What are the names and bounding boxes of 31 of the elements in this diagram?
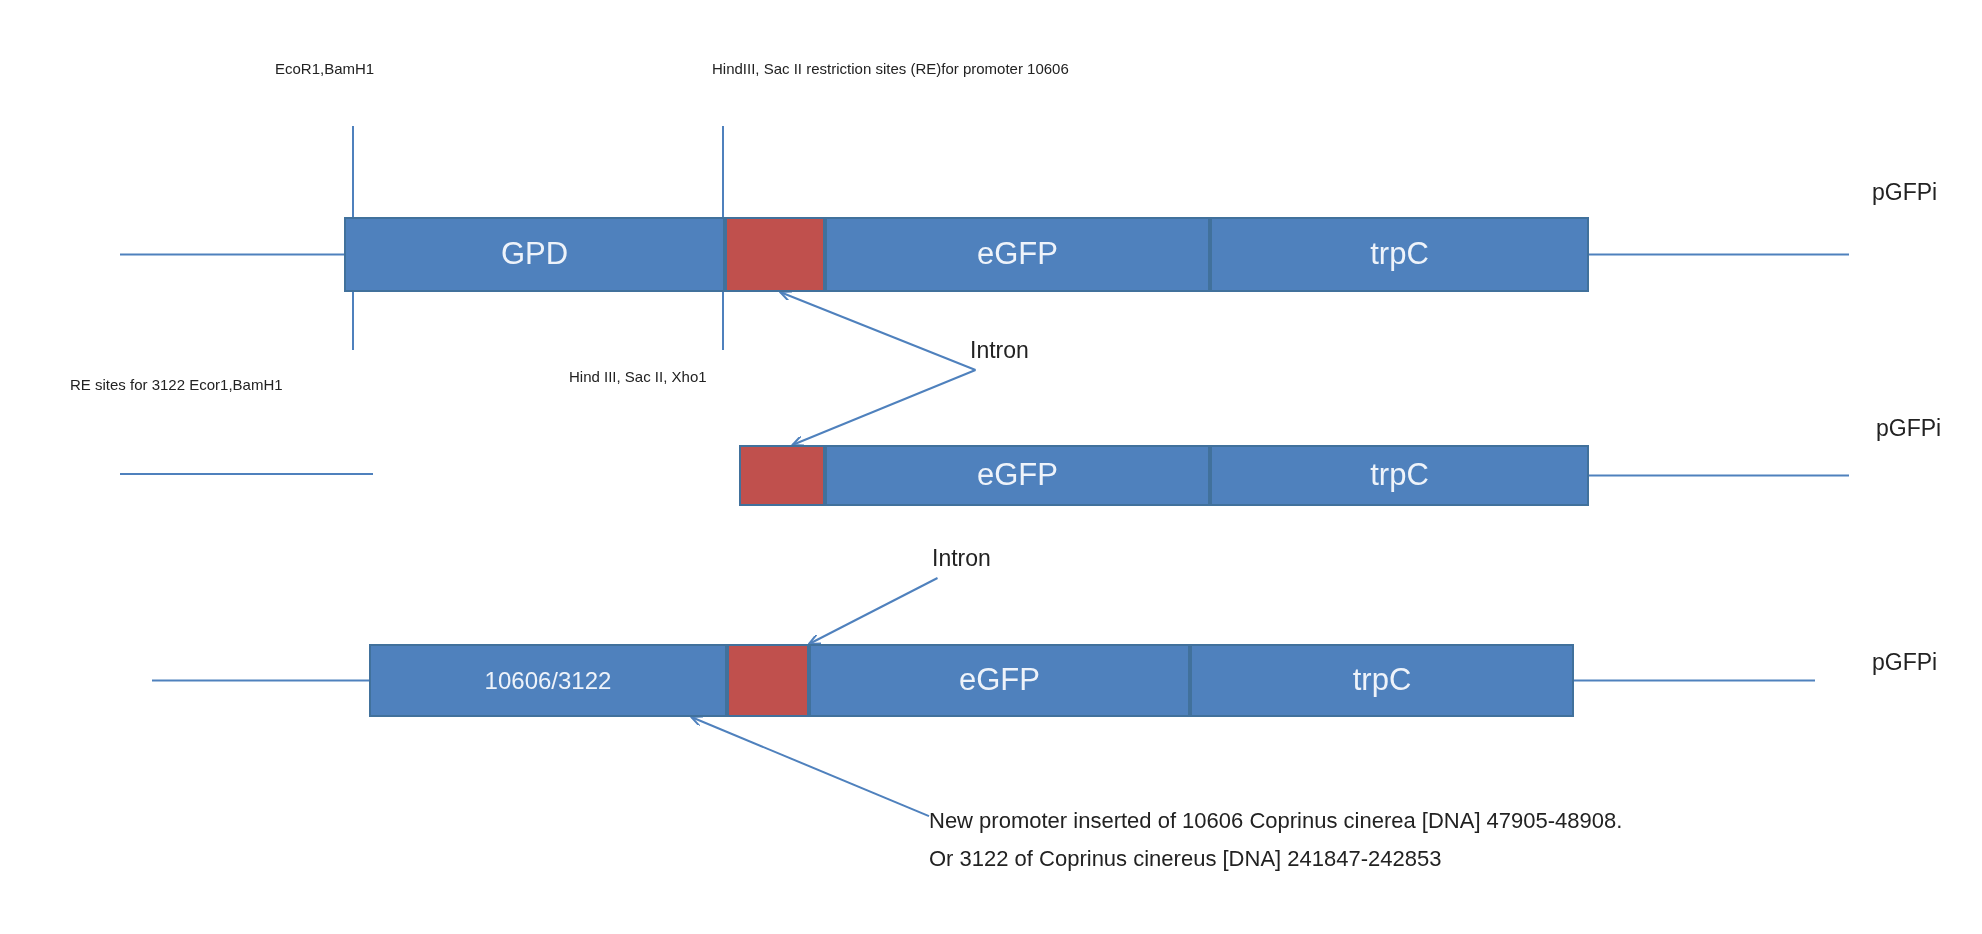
gene-segment: eGFP (809, 644, 1190, 717)
intron-segment (725, 217, 825, 292)
backbone-line (119, 253, 345, 256)
intron-segment (739, 445, 825, 506)
text-label: Intron (970, 336, 1029, 365)
arrow (791, 369, 977, 447)
gene-segment: eGFP (825, 217, 1210, 292)
gene-segment: eGFP (825, 445, 1210, 506)
gene-segment: trpC (1190, 644, 1574, 717)
gene-segment: trpC (1210, 445, 1589, 506)
backbone-line (1588, 474, 1850, 477)
backbone-line (151, 679, 370, 682)
gene-segment: 10606/3122 (369, 644, 727, 717)
arrow (690, 715, 930, 818)
site-label: HindIII, Sac II restriction sites (RE)for promoter 10606 (712, 59, 1069, 79)
text-label: pGFPi (1876, 414, 1942, 443)
site-label: EcoR1,BamH1 (275, 59, 375, 79)
site-label: RE sites for 3122 Ecor1,BamH1 (70, 375, 283, 395)
backbone-line (1588, 253, 1850, 256)
site-label: Hind III, Sac II, Xho1 (569, 367, 708, 387)
arrow (808, 577, 939, 645)
intron-segment (727, 644, 809, 717)
text-label: Intron (932, 544, 991, 573)
gene-segment: trpC (1210, 217, 1589, 292)
text-label: pGFPi (1872, 178, 1938, 207)
arrow (779, 290, 977, 371)
text-label: pGFPi (1872, 648, 1938, 677)
note-text: Or 3122 of Coprinus cinereus [DNA] 241847-242853 (929, 845, 1443, 873)
note-text: New promoter inserted of 10606 Coprinus cinerea [DNA] 47905-48908. (929, 807, 1624, 835)
backbone-line (1573, 679, 1816, 682)
gene-segment: GPD (344, 217, 725, 292)
